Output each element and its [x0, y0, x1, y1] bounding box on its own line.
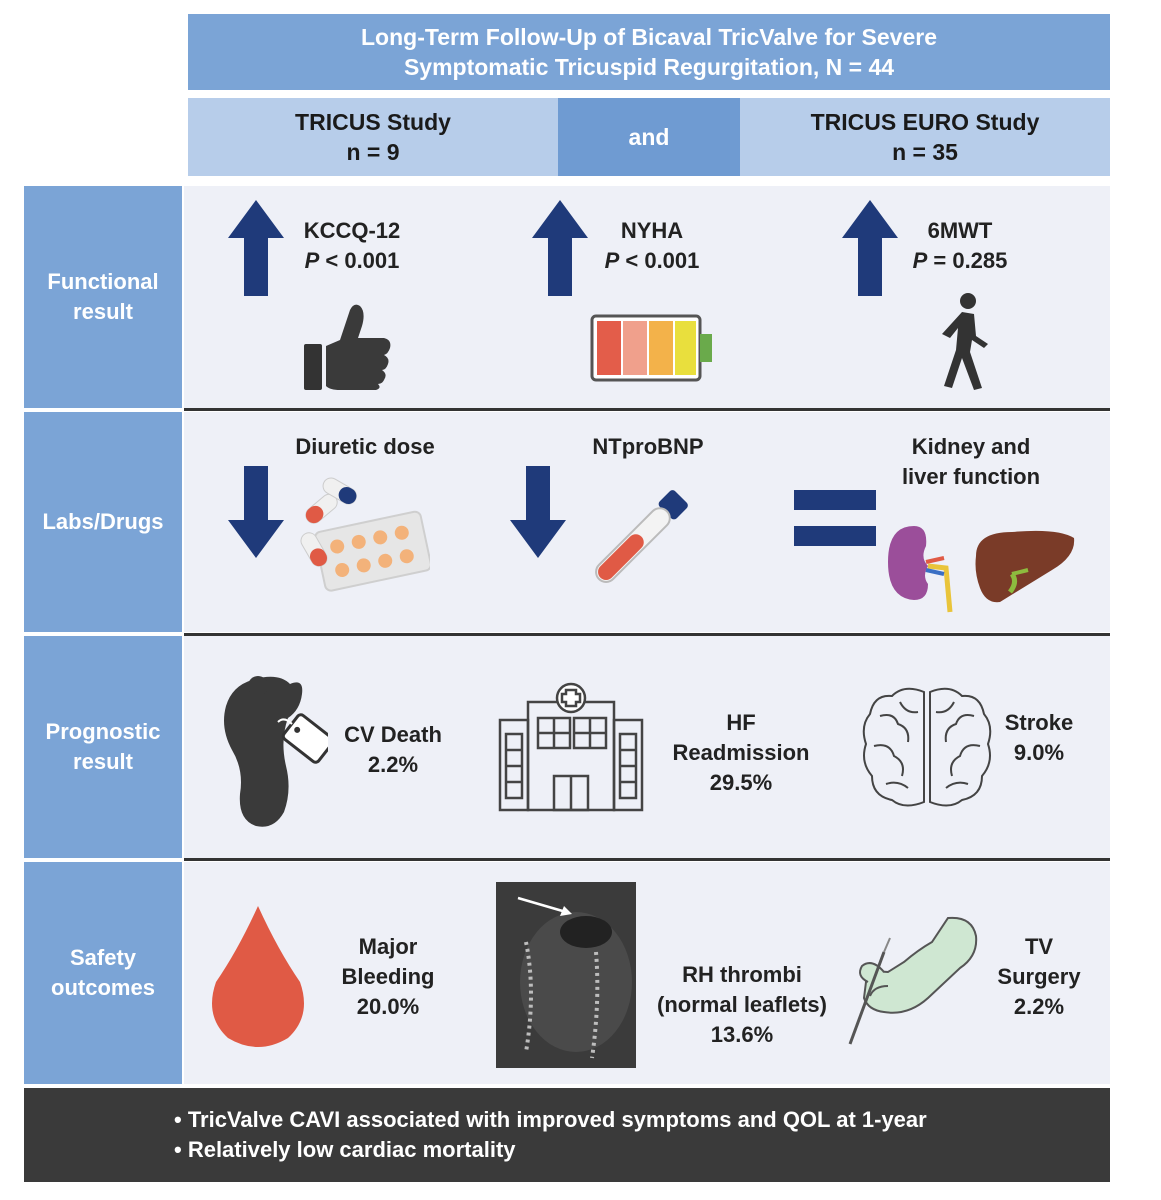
rh-value: 13.6% [710, 1022, 774, 1047]
stroke-label: Stroke 9.0% [994, 708, 1084, 768]
main-title-line2: Symptomatic Tricuspid Regurgitation, N =… [403, 54, 895, 80]
bleeding-line1: Major [358, 934, 418, 959]
p-italic: P [912, 248, 928, 273]
row-label-text: Functional [47, 269, 159, 294]
row-divider [184, 858, 1110, 861]
p-value: < 0.001 [619, 248, 700, 273]
p-value: = 0.285 [927, 248, 1008, 273]
p-italic: P [304, 248, 320, 273]
battery-icon [590, 314, 712, 382]
up-arrow-icon [532, 200, 588, 296]
liver-icon [975, 530, 1075, 603]
foot-tag-icon [224, 676, 328, 827]
summary-bullet: • Relatively low cardiac mortality [174, 1137, 516, 1162]
ct-scan-image [496, 882, 636, 1068]
summary-footer: • TricValve CAVI associated with improve… [24, 1088, 1110, 1182]
kccq-label: KCCQ-12 P < 0.001 [290, 216, 414, 276]
kccq-name: KCCQ-12 [303, 218, 401, 243]
blood-tube-icon [595, 490, 688, 583]
study-tricus-n: n = 9 [346, 139, 400, 165]
row-label-text: outcomes [51, 975, 155, 1000]
p-value: < 0.001 [319, 248, 400, 273]
hf-value: 29.5% [709, 770, 773, 795]
row-label-prognostic: Prognostic result [24, 636, 182, 858]
row-divider [184, 633, 1110, 636]
6mwt-label: 6MWT P = 0.285 [898, 216, 1022, 276]
study-tricus-euro: TRICUS EURO Study n = 35 [740, 98, 1110, 176]
blood-drop-icon [212, 906, 304, 1047]
cv-death-value: 2.2% [367, 752, 419, 777]
kidney-liver-line1: Kidney and [911, 434, 1031, 459]
cv-death-name: CV Death [344, 722, 442, 747]
diuretic-label: Diuretic dose [295, 434, 435, 459]
study-joiner-text: and [628, 124, 670, 150]
rh-line2: (normal leaflets) [657, 992, 827, 1017]
prognostic-row-bg [184, 636, 1110, 858]
tv-value: 2.2% [1013, 994, 1065, 1019]
nyha-pvalue: P < 0.001 [590, 246, 714, 276]
walking-person-icon [942, 293, 988, 390]
row-label-safety: Safety outcomes [24, 862, 182, 1084]
p-italic: P [604, 248, 620, 273]
up-arrow-icon [228, 200, 284, 296]
thumbs-up-icon [304, 304, 391, 390]
stroke-name: Stroke [1004, 710, 1074, 735]
surgeon-hand-icon [848, 916, 978, 1045]
row-label-text: Labs/Drugs [42, 509, 164, 534]
row-label-labs: Labs/Drugs [24, 412, 182, 632]
nyha-name: NYHA [620, 218, 684, 243]
study-euro-name: TRICUS EURO Study [810, 109, 1040, 135]
kidney-liver-label: Kidney and liver function [886, 432, 1056, 492]
study-euro-n: n = 35 [892, 139, 958, 165]
hf-readmission-label: HF Readmission 29.5% [666, 708, 816, 798]
row-label-text: Prognostic [45, 719, 161, 744]
tv-surgery-label: TV Surgery 2.2% [994, 932, 1084, 1022]
tv-line1: TV [1024, 934, 1054, 959]
study-tricus: TRICUS Study n = 9 [188, 98, 558, 176]
6mwt-pvalue: P = 0.285 [898, 246, 1022, 276]
kccq-pvalue: P < 0.001 [290, 246, 414, 276]
hospital-icon [498, 682, 644, 812]
down-arrow-icon [510, 466, 566, 558]
cv-death-label: CV Death 2.2% [328, 720, 458, 780]
main-title: Long-Term Follow-Up of Bicaval TricValve… [188, 14, 1110, 90]
brain-icon [862, 687, 992, 807]
pills-icon [300, 477, 430, 592]
hf-line1: HF [726, 710, 756, 735]
nyha-label: NYHA P < 0.001 [590, 216, 714, 276]
row-label-text: result [73, 299, 133, 324]
hf-line2: Readmission [672, 740, 810, 765]
stroke-value: 9.0% [1013, 740, 1065, 765]
bleeding-value: 20.0% [356, 994, 420, 1019]
main-title-line1: Long-Term Follow-Up of Bicaval TricValve… [361, 24, 937, 50]
rh-line1: RH thrombi [682, 962, 802, 987]
down-arrow-icon [228, 466, 284, 558]
row-label-functional: Functional result [24, 186, 182, 408]
major-bleeding-label: Major Bleeding 20.0% [330, 932, 446, 1022]
tv-line2: Surgery [997, 964, 1081, 989]
row-label-text: Safety [69, 945, 137, 970]
kidney-icon [888, 526, 953, 613]
kidney-liver-line2: liver function [901, 464, 1041, 489]
rh-thrombi-label: RH thrombi (normal leaflets) 13.6% [644, 960, 840, 1050]
up-arrow-icon [842, 200, 898, 296]
ntprobnp-label: NTproBNP [592, 434, 704, 459]
row-divider [184, 408, 1110, 411]
6mwt-name: 6MWT [927, 218, 993, 243]
summary-bullet: • TricValve CAVI associated with improve… [174, 1107, 927, 1132]
equals-icon [794, 490, 876, 546]
row-label-text: result [73, 749, 133, 774]
bleeding-line2: Bleeding [341, 964, 435, 989]
study-tricus-name: TRICUS Study [295, 109, 451, 135]
study-joiner: and [558, 98, 740, 176]
